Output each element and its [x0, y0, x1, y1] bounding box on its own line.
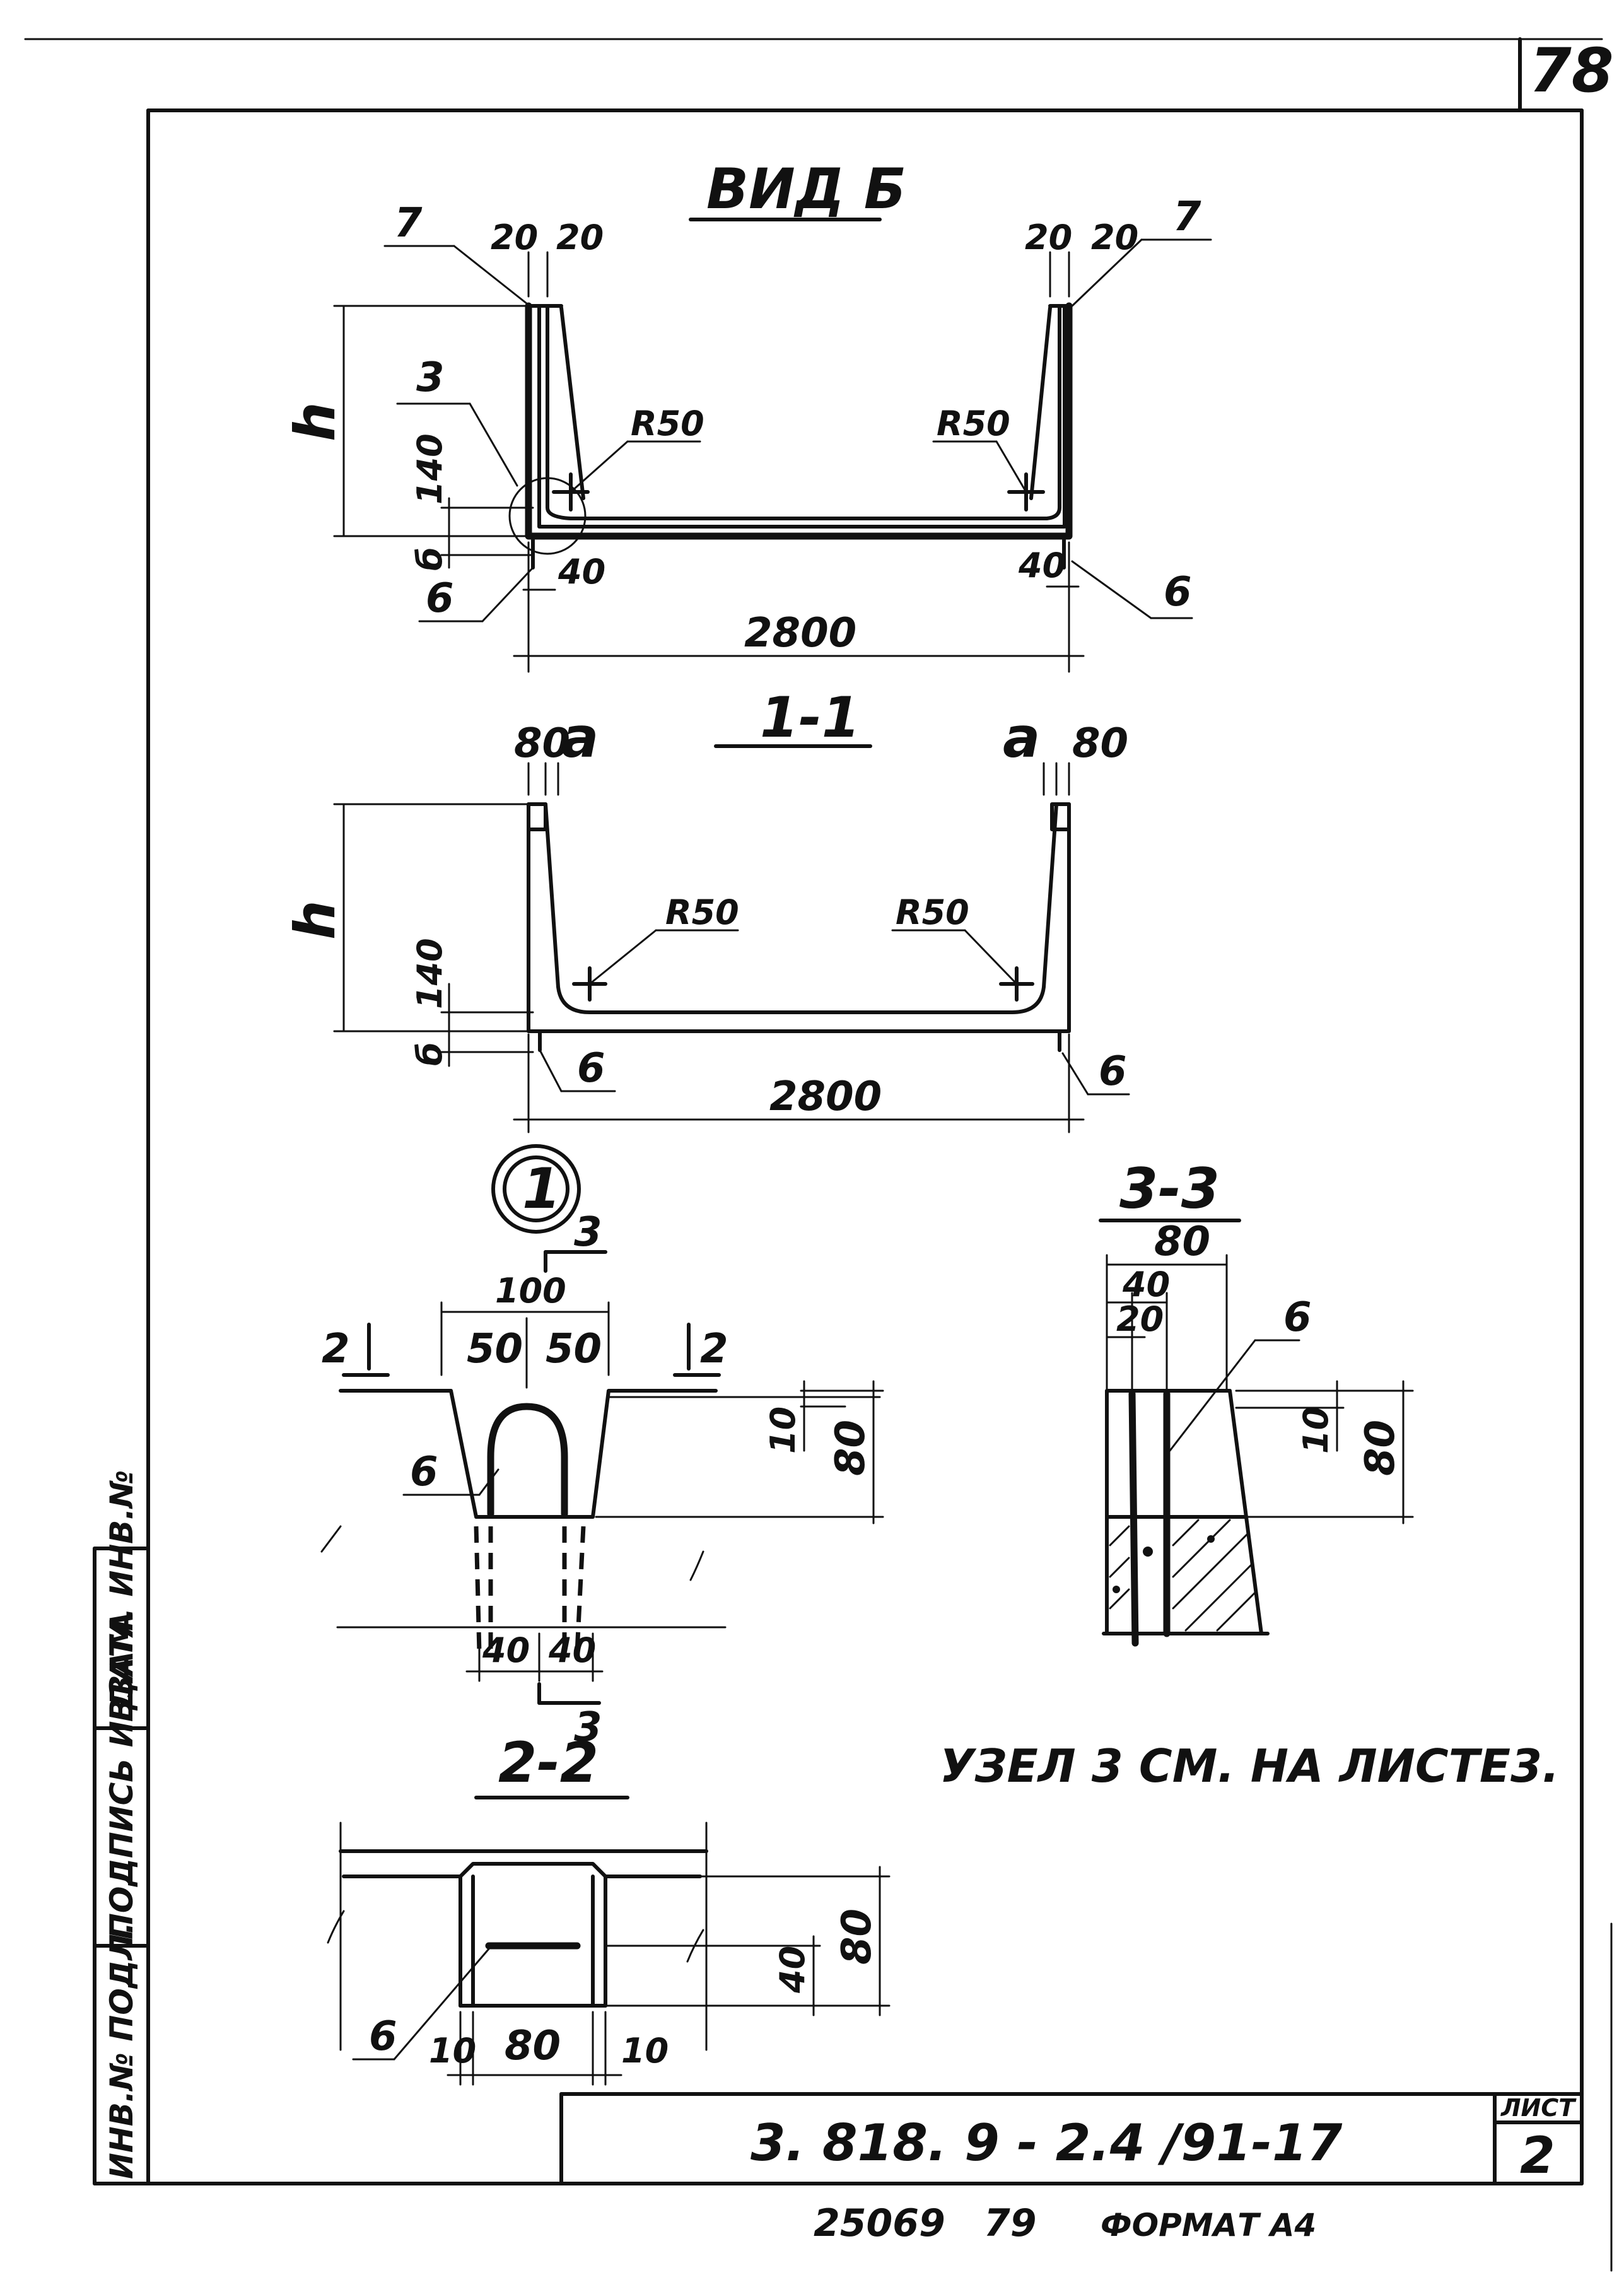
section-1-1-h-label: h	[283, 900, 348, 940]
section-2-2-dim-10-right: 10	[621, 2031, 669, 2071]
section-3-3-dim-40: 40	[1122, 1265, 1170, 1304]
node-1-plate-6: 6	[410, 1449, 438, 1495]
view-b: ВИД Б R50 R50 20 20 20 20 7 7	[283, 156, 1212, 673]
section-3-3-dim-80: 80	[1154, 1219, 1210, 1265]
view-b-r50-left: R50	[631, 404, 704, 443]
section-1-1-title: 1-1	[760, 685, 860, 750]
node-1-dim-10: 10	[763, 1407, 803, 1454]
section-1-1-dim-80-left: 80	[514, 720, 570, 767]
side-stamp: ИНВ.№ ПОДЛ. ПОДПИСЬ И ДАТА ВЗАМ. ИНВ.№	[93, 1470, 150, 2185]
view-b-dim-40-left: 40	[558, 552, 605, 592]
section-3-3-dim-20: 20	[1116, 1299, 1164, 1339]
view-b-dim-40-right: 40	[1018, 546, 1066, 585]
view-b-callout-3: 3	[416, 354, 445, 401]
node-1-sec2-right: 2	[700, 1326, 728, 1372]
stamp-signature-date: ПОДПИСЬ И ДАТА	[103, 1611, 140, 1939]
footer-format: ФОРМАТ А4	[1101, 2207, 1316, 2243]
view-b-r50-right: R50	[937, 404, 1010, 443]
node-1-sec3-top: 3	[574, 1209, 602, 1256]
section-3-3-dim-80-right: 80	[1357, 1420, 1404, 1476]
view-b-dim-20-r1: 20	[1025, 218, 1072, 257]
section-3-3-title: 3-3	[1119, 1156, 1220, 1221]
section-1-1-r50-right: R50	[896, 892, 969, 932]
section-1-1-r50-left: R50	[665, 892, 739, 932]
stamp-vzam-inv: ВЗАМ. ИНВ.№	[103, 1470, 140, 1722]
sheet-number: 2	[1520, 2126, 1555, 2185]
section-3-3-plate-6: 6	[1283, 1294, 1312, 1341]
section-2-2-dim-10-left: 10	[429, 2031, 476, 2071]
view-b-width: 2800	[744, 610, 856, 657]
view-b-title: ВИД Б	[706, 156, 906, 221]
view-b-plate-6-right: 6	[1164, 569, 1192, 616]
view-b-dim-20-r2: 20	[1091, 218, 1138, 257]
section-1-1-a-left: a	[561, 705, 599, 770]
node-1-sec2-left: 2	[322, 1326, 350, 1372]
section-2-2-plate-6: 6	[369, 2013, 397, 2060]
node-1-dim-40-left: 40	[482, 1630, 530, 1670]
section-1-1-dim-140: 140	[410, 938, 450, 1009]
footer: 25069 79 ФОРМАТ А4	[814, 2201, 1316, 2245]
section-3-3-dim-10: 10	[1296, 1407, 1336, 1454]
title-block: 3. 818. 9 - 2.4 /91-17 ЛИСТ 2	[559, 2092, 1584, 2185]
view-b-plate-6-left: 6	[426, 575, 454, 622]
node-1-dim-80: 80	[827, 1420, 874, 1476]
section-2-2-dim-80: 80	[834, 1909, 880, 1965]
node-1-dim-50-left: 50	[467, 1326, 523, 1372]
view-b-callout-7-left: 7	[394, 200, 423, 247]
node-1-sec3-bottom: 3	[574, 1704, 602, 1751]
view-b-dim-20-l2: 20	[556, 218, 604, 257]
node-1: 1 3 100 50 50 2 2 6	[320, 1144, 884, 1751]
node-1-dim-50-right: 50	[546, 1326, 602, 1372]
sheet-frame	[24, 37, 1613, 2272]
view-b-dim-140: 140	[410, 433, 450, 505]
section-1-1-a-right: a	[1003, 705, 1040, 770]
section-1-1: 1-1 R50 R50 80 a a 80 h 140 б 6	[283, 685, 1130, 1133]
section-2-2: 2-2 40 80 6 10 80 10	[327, 1730, 891, 2086]
node-1-label: 1	[522, 1156, 561, 1221]
page-number: 78	[1529, 35, 1614, 106]
view-b-h-label: h	[283, 402, 348, 442]
section-3-3: 3-3 80 40 20 6 10	[1099, 1156, 1414, 1647]
doc-code: 3. 818. 9 - 2.4 /91-17	[751, 2114, 1343, 2172]
stamp-inv-podl: ИНВ.№ ПОДЛ.	[103, 1922, 140, 2179]
footer-number-2: 79	[984, 2201, 1037, 2245]
view-b-callout-7-right: 7	[1173, 194, 1201, 240]
section-1-1-plate-6-left: 6	[577, 1045, 605, 1092]
node-1-dim-40-right: 40	[548, 1630, 596, 1670]
section-1-1-dim-80-right: 80	[1072, 720, 1128, 767]
node-1-dim-100: 100	[495, 1271, 566, 1311]
section-1-1-b-label: б	[410, 1042, 450, 1066]
section-1-1-width: 2800	[769, 1073, 882, 1120]
section-2-2-dim-40: 40	[773, 1946, 812, 1994]
section-2-2-dim-80-bottom: 80	[505, 2023, 561, 2069]
view-b-b-label: б	[410, 547, 450, 571]
section-2-2-title: 2-2	[498, 1730, 599, 1795]
section-1-1-plate-6-right: 6	[1099, 1048, 1127, 1095]
footer-number: 25069	[814, 2201, 945, 2245]
note-text: УЗЕЛ 3 СМ. НА ЛИСТЕ3.	[940, 1740, 1559, 1793]
view-b-dim-20-l1: 20	[491, 218, 538, 257]
sheet-label: ЛИСТ	[1500, 2094, 1577, 2122]
